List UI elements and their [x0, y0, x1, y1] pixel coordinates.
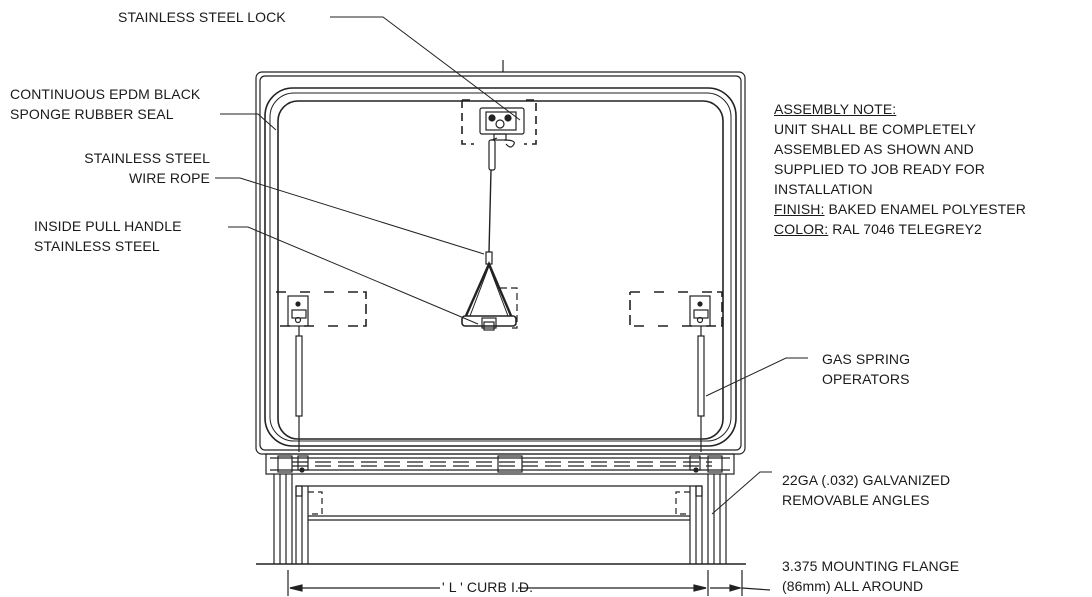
label-removable-angles: 22GA (.032) GALVANIZED REMOVABLE ANGLES [782, 470, 950, 510]
label-gas-spring: GAS SPRING OPERATORS [822, 349, 910, 389]
finish-key: FINISH: [774, 201, 825, 217]
finish-value: BAKED ENAMEL POLYESTER [824, 201, 1026, 217]
label-gas-line-1: GAS SPRING [822, 351, 911, 367]
color-note: COLOR: RAL 7046 TELEGREY2 [774, 219, 1026, 239]
lower-frame [265, 453, 735, 475]
curb [256, 474, 746, 565]
curb-dimension [287, 570, 771, 596]
label-angles-line-1: 22GA (.032) GALVANIZED [782, 472, 951, 488]
hatch-cover [255, 60, 746, 455]
right-hinge-and-gas-spring [629, 291, 723, 452]
left-hinge-and-gas-spring [276, 291, 367, 452]
label-handle-line-1: INSIDE PULL HANDLE [34, 218, 182, 234]
label-wire-line-2: WIRE ROPE [128, 170, 210, 186]
label-wire-line-1: STAINLESS STEEL [84, 150, 210, 166]
label-angles-line-2: REMOVABLE ANGLES [782, 492, 930, 508]
label-seal-line-2: SPONGE RUBBER SEAL [10, 106, 174, 122]
label-flange-line-1: 3.375 MOUNTING FLANGE [782, 558, 960, 574]
color-key: COLOR: [774, 221, 829, 237]
label-curb-id: ' L ' CURB I.D. [442, 579, 534, 595]
assembly-note-line-3: SUPPLIED TO JOB READY FOR [774, 161, 986, 177]
label-handle-line-2: STAINLESS STEEL [34, 238, 160, 254]
color-value: RAL 7046 TELEGREY2 [828, 221, 982, 237]
label-mounting-flange: 3.375 MOUNTING FLANGE (86mm) ALL AROUND [782, 556, 959, 596]
assembly-note-heading: ASSEMBLY NOTE: [774, 101, 897, 117]
label-epdm-seal: CONTINUOUS EPDM BLACK SPONGE RUBBER SEAL [10, 84, 200, 124]
assembly-note-line-4: INSTALLATION [774, 181, 873, 197]
wire-rope [488, 169, 492, 253]
leader-lines [215, 16, 808, 515]
assembly-note-line-1: UNIT SHALL BE COMPLETELY [774, 121, 977, 137]
label-flange-line-2: (86mm) ALL AROUND [782, 578, 924, 594]
finish-note: FINISH: BAKED ENAMEL POLYESTER [774, 199, 1026, 219]
assembly-note-line-2: ASSEMBLED AS SHOWN AND [774, 141, 974, 157]
assembly-note: ASSEMBLY NOTE: UNIT SHALL BE COMPLETELY … [774, 99, 1026, 239]
pull-handle [461, 251, 518, 331]
lock-assembly [461, 99, 537, 171]
label-seal-line-1: CONTINUOUS EPDM BLACK [10, 86, 201, 102]
label-stainless-steel-lock: STAINLESS STEEL LOCK [118, 9, 286, 25]
label-gas-line-2: OPERATORS [822, 371, 910, 387]
label-pull-handle: INSIDE PULL HANDLE STAINLESS STEEL [34, 216, 182, 256]
label-wire-rope: STAINLESS STEEL WIRE ROPE [46, 148, 210, 188]
